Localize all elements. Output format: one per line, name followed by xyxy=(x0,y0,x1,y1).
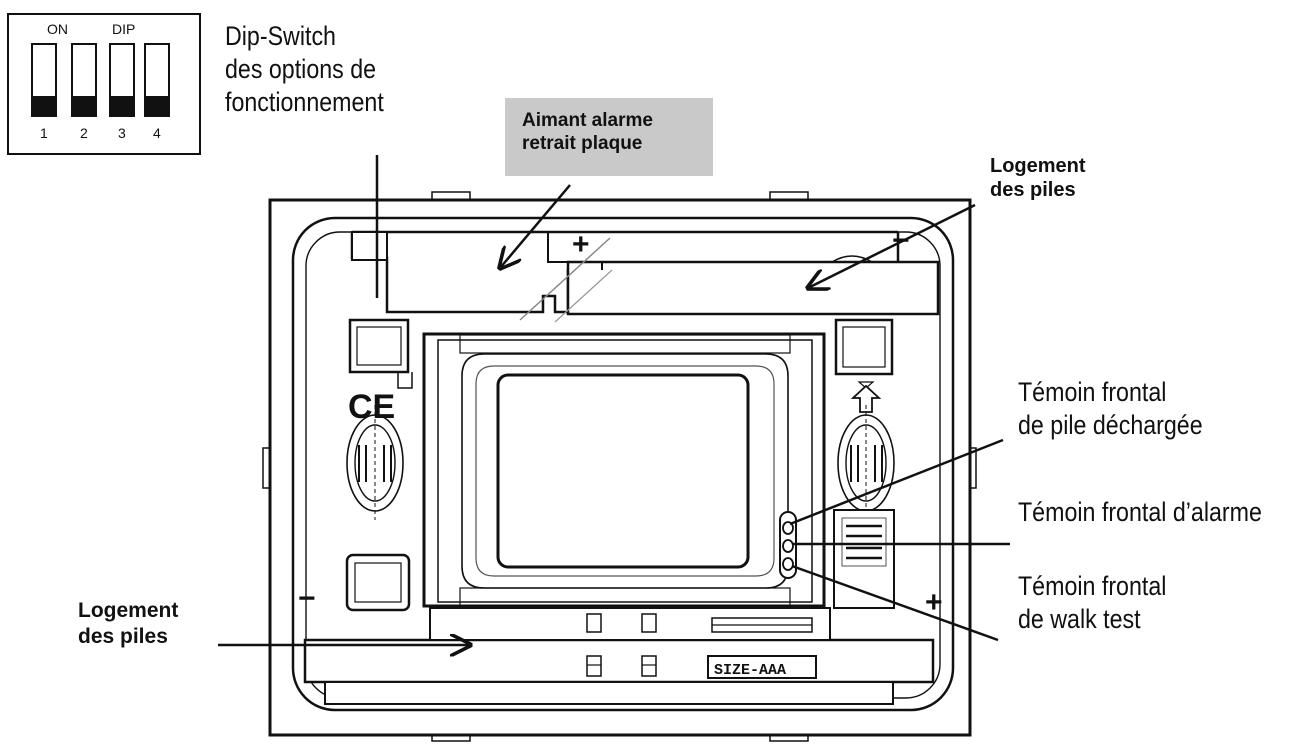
led-indicators xyxy=(779,511,797,579)
central-lens xyxy=(422,332,826,608)
battery-bottom-callout-line-2: des piles xyxy=(78,624,168,648)
led-alarm xyxy=(782,539,794,553)
led-alarm-callout: Témoin frontal d’alarme xyxy=(1018,496,1262,529)
battery-top-arrow xyxy=(808,203,976,288)
dip-switch-callout: Dip-Switch des options de fonctionnement xyxy=(225,20,384,119)
led-walk-test xyxy=(782,557,794,571)
led-low-battery-callout-line-1: Témoin frontal xyxy=(1018,377,1167,407)
dip-number-2: 2 xyxy=(80,125,88,141)
magnet-arrow xyxy=(500,184,571,268)
magnet-callout-line-2: retrait plaque xyxy=(522,133,643,155)
dip-on-label: ON xyxy=(47,21,68,37)
magnet-label-highlight xyxy=(505,98,713,176)
magnet-callout: Aimant alarme retrait plaque xyxy=(522,109,653,155)
dip-switch-callout-line-2: des options de xyxy=(225,53,377,84)
led-walk-test-callout: Témoin frontal de walk test xyxy=(1018,570,1166,636)
led-low-battery-leader xyxy=(789,438,1004,526)
dip-knob-3 xyxy=(111,96,133,115)
lens-window xyxy=(496,373,750,569)
led-alarm-callout-line-1: Témoin frontal d’alarme xyxy=(1018,497,1262,527)
magnet-callout-line-1: Aimant alarme xyxy=(522,110,653,131)
battery-bottom-callout-line-1: Logement xyxy=(78,599,179,622)
led-walk-test-callout-line-1: Témoin frontal xyxy=(1018,571,1167,601)
dip-dip-label: DIP xyxy=(112,21,135,37)
top-battery-compartment xyxy=(350,230,940,323)
dip-knob-2 xyxy=(73,96,95,115)
dip-number-1: 1 xyxy=(40,125,48,141)
led-low-battery-callout-line-2: de pile déchargée xyxy=(1018,409,1203,440)
device-housing xyxy=(262,191,977,742)
bottom-plus-sign: + xyxy=(925,586,943,619)
bottom-battery-compartment xyxy=(303,607,935,705)
battery-top-callout-line-1: Logement xyxy=(990,155,1086,177)
battery-top-callout-line-2: des piles xyxy=(990,179,1076,202)
dip-knob-4 xyxy=(146,96,168,115)
led-walk-test-callout-line-2: de walk test xyxy=(1018,603,1141,634)
size-label-box xyxy=(707,655,817,679)
led-low-battery-callout: Témoin frontal de pile déchargée xyxy=(1018,376,1203,442)
battery-top-callout: Logement des piles xyxy=(990,154,1086,203)
right-mount-features xyxy=(833,318,895,609)
ce-mark: CE xyxy=(348,388,395,426)
left-mount-features xyxy=(345,318,413,612)
minus-sign: − xyxy=(298,582,316,615)
battery-size-label: SIZE-AAA xyxy=(714,662,786,679)
leader-lines xyxy=(218,155,1010,645)
battery-bottom-callout: Logement des piles xyxy=(78,598,178,649)
dip-knob-1 xyxy=(33,96,55,115)
dip-switch-callout-line-3: fonctionnement xyxy=(225,86,384,117)
dip-switch-callout-line-1: Dip-Switch xyxy=(225,21,336,51)
top-plus-sign: + xyxy=(572,228,590,261)
inner-body xyxy=(291,216,955,712)
dip-switch-inset: ON DIP 1 2 3 4 xyxy=(7,13,201,155)
dip-number-3: 3 xyxy=(118,125,126,141)
led-low-battery xyxy=(782,521,794,535)
dip-switch-slots xyxy=(31,43,170,117)
led-walk-test-leader xyxy=(791,564,999,642)
dip-number-4: 4 xyxy=(153,125,161,141)
